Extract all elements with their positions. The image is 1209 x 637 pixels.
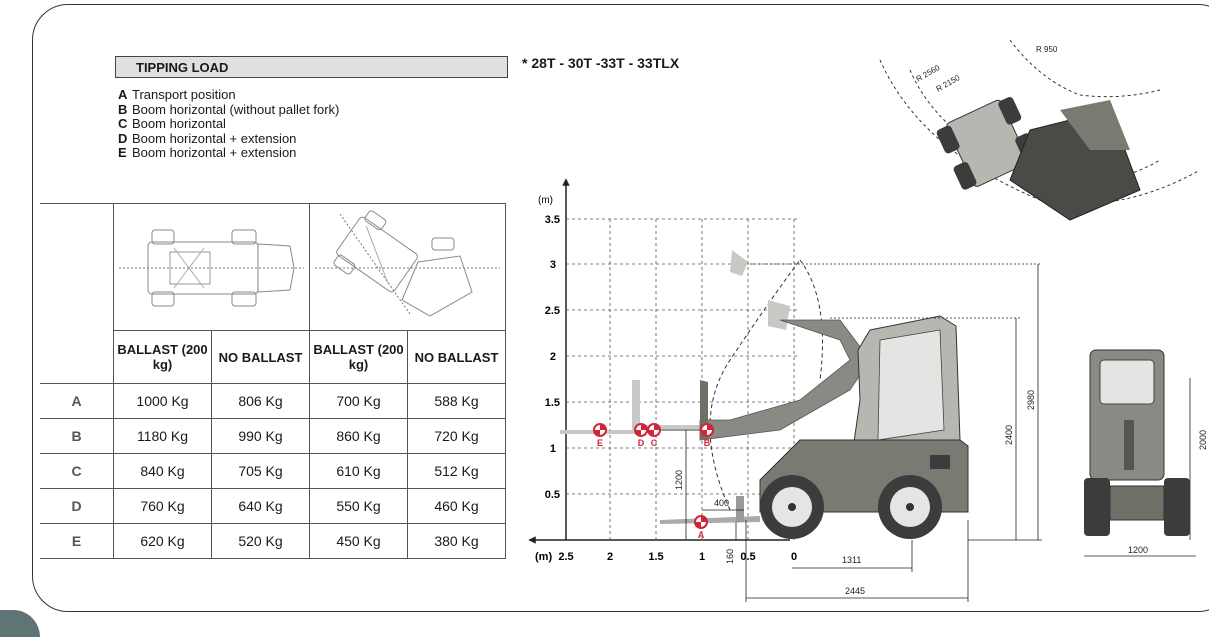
x-tick-label: 2.5 bbox=[558, 551, 573, 563]
marker-d bbox=[634, 423, 648, 437]
tipping-load-table: BALLAST (200 kg) NO BALLAST BALLAST (200… bbox=[40, 203, 506, 559]
articulated-loader-top-icon bbox=[315, 210, 500, 317]
model-list: * 28T - 30T -33T - 33TLX bbox=[522, 55, 680, 71]
boom-ghost-positions bbox=[560, 250, 790, 434]
x-tick-label: 2 bbox=[607, 551, 613, 563]
straight-machine-view bbox=[113, 203, 310, 331]
table-row: D 760 Kg 640 Kg 550 Kg 460 Kg bbox=[40, 488, 506, 524]
front-wheel bbox=[760, 475, 824, 539]
rear-wheel bbox=[878, 475, 942, 539]
dim-2980: 2980 bbox=[1026, 390, 1036, 410]
page-title: TIPPING LOAD bbox=[136, 60, 229, 75]
dim-1200-vertical: 1200 bbox=[674, 470, 684, 490]
dim-2400: 2400 bbox=[1004, 425, 1014, 445]
radius-2150: R 2150 bbox=[935, 73, 962, 94]
dim-1200-width: 1200 bbox=[1128, 545, 1148, 555]
x-tick-label: 0.5 bbox=[740, 551, 755, 563]
col-header-ballast-2: BALLAST (200 kg) bbox=[309, 330, 408, 384]
title-bar: TIPPING LOAD bbox=[115, 56, 508, 78]
x-unit-label: (m) bbox=[535, 551, 552, 563]
marker-label: D bbox=[638, 438, 645, 448]
dim-2000: 2000 bbox=[1198, 430, 1208, 450]
dimension-lines bbox=[685, 263, 1196, 602]
dim-160: 160 bbox=[725, 549, 735, 564]
col-header-no-ballast-2: NO BALLAST bbox=[407, 330, 506, 384]
marker-e bbox=[593, 423, 607, 437]
table-row: C 840 Kg 705 Kg 610 Kg 512 Kg bbox=[40, 453, 506, 489]
dim-400: 400 bbox=[714, 498, 729, 508]
marker-a bbox=[694, 515, 708, 529]
y-tick-label: 2 bbox=[550, 351, 556, 363]
radius-950: R 950 bbox=[1036, 45, 1058, 54]
marker-label: E bbox=[597, 438, 603, 448]
dim-1311: 1311 bbox=[842, 555, 861, 565]
y-tick-label: 2.5 bbox=[545, 305, 560, 317]
dim-2445: 2445 bbox=[845, 586, 865, 596]
grid bbox=[566, 218, 800, 540]
y-unit-label: (m) bbox=[538, 195, 553, 206]
pallet-fork bbox=[660, 516, 760, 524]
articulated-machine-view bbox=[309, 203, 506, 331]
marker-label: A bbox=[698, 530, 705, 540]
load-markers bbox=[593, 423, 714, 529]
reach-arc bbox=[709, 259, 801, 511]
marker-b bbox=[700, 423, 714, 437]
boom-arm bbox=[699, 319, 871, 441]
table-row: E 620 Kg 520 Kg 450 Kg 380 Kg bbox=[40, 523, 506, 559]
marker-label: B bbox=[704, 438, 711, 448]
marker-label: C bbox=[651, 438, 658, 448]
straight-loader-top-icon bbox=[119, 229, 304, 307]
x-tick-label: 0 bbox=[791, 551, 797, 563]
y-tick-label: 1.5 bbox=[545, 397, 560, 409]
turning-radius-view: R 2560 R 2150 R 950 bbox=[879, 39, 1201, 221]
y-tick-label: 3 bbox=[550, 259, 556, 271]
y-tick-label: 1 bbox=[550, 443, 556, 455]
marker-c bbox=[647, 423, 661, 437]
table-row: B 1180 Kg 990 Kg 860 Kg 720 Kg bbox=[40, 418, 506, 454]
y-tick-label: 0.5 bbox=[545, 489, 560, 501]
col-header-ballast-1: BALLAST (200 kg) bbox=[113, 330, 212, 384]
radius-2560: R 2560 bbox=[915, 63, 942, 84]
x-tick-label: 1.5 bbox=[648, 551, 663, 563]
y-tick-label: 3.5 bbox=[545, 214, 560, 226]
front-view-loader bbox=[1084, 349, 1190, 536]
col-header-no-ballast-1: NO BALLAST bbox=[211, 330, 310, 384]
table-row: A 1000 Kg 806 Kg 700 Kg 588 Kg bbox=[40, 383, 506, 419]
x-tick-label: 1 bbox=[699, 551, 705, 563]
